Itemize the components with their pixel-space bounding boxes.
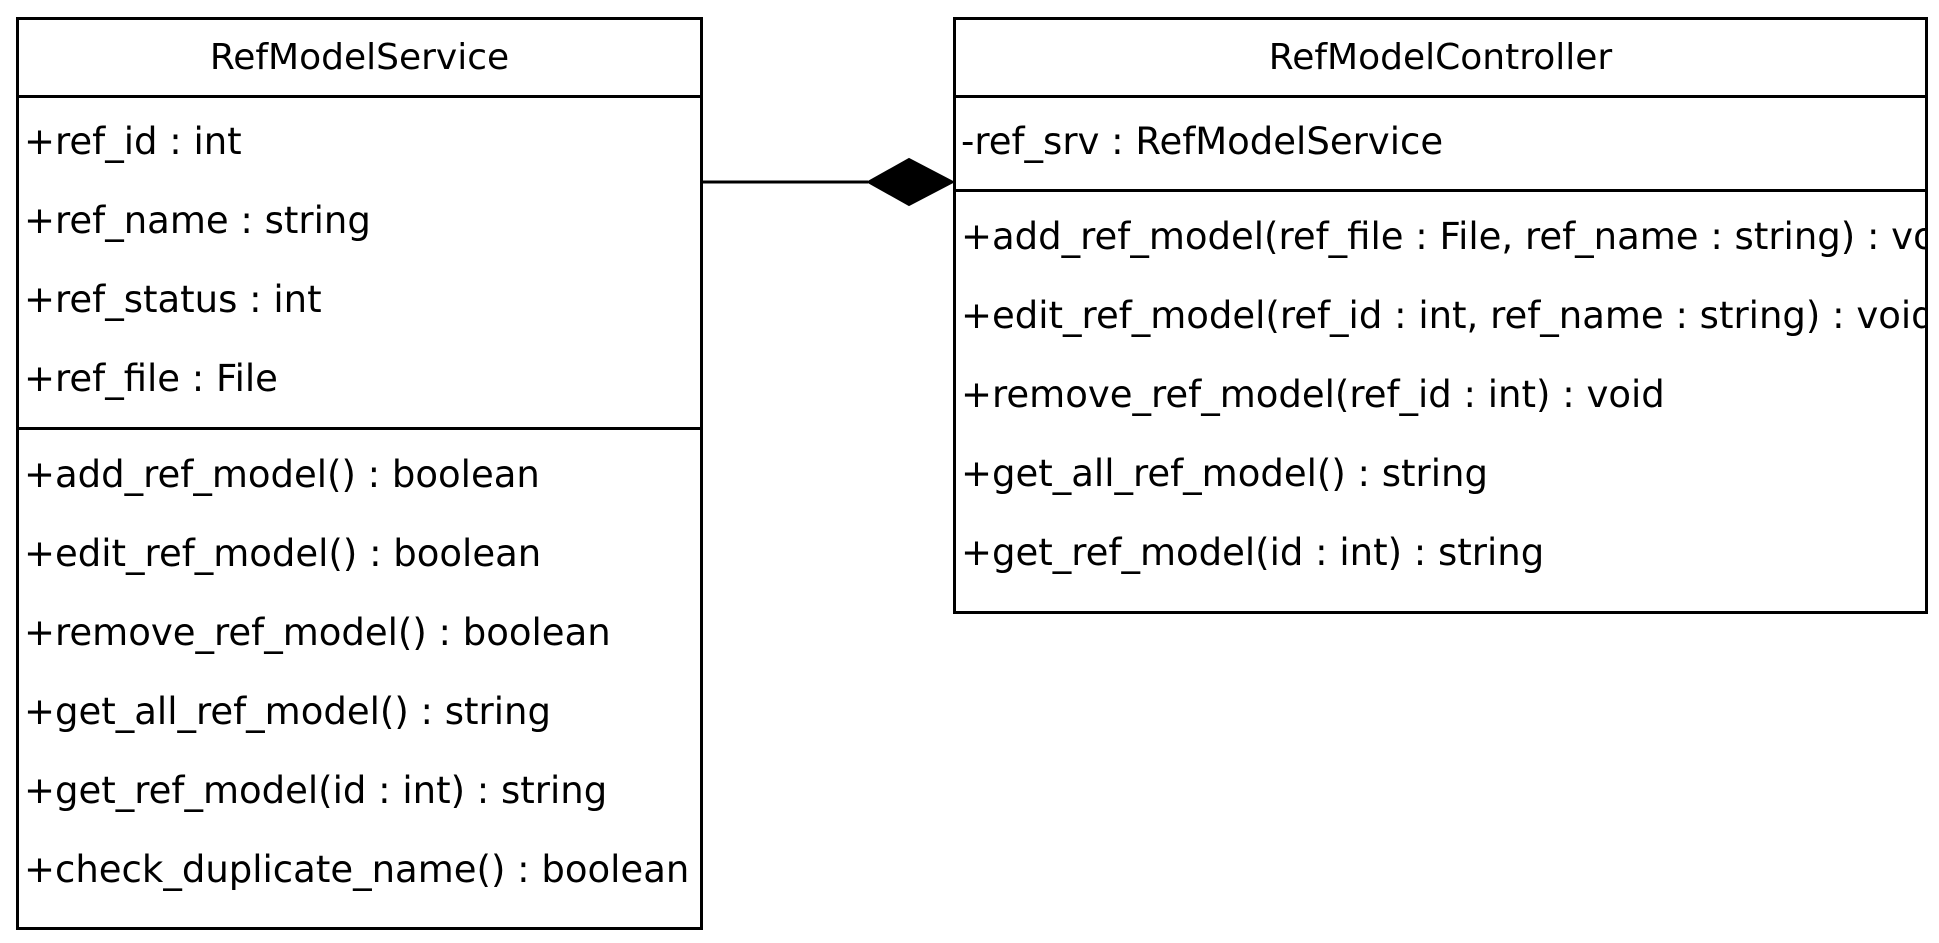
operation-edit-ref-model: +edit_ref_model(ref_id : int, ref_name :… [961,294,1925,337]
attribute-ref-srv: -ref_srv : RefModelService [961,120,1444,163]
composition-diamond-icon [865,157,956,207]
attribute-ref-name: +ref_name : string [24,199,371,242]
operation-remove-ref-model: +remove_ref_model() : boolean [24,611,611,654]
attribute-ref-status: +ref_status : int [24,278,322,321]
operation-get-ref-model: +get_ref_model(id : int) : string [961,531,1545,574]
attributes-compartment: -ref_srv : RefModelService [956,98,1925,192]
operation-remove-ref-model: +remove_ref_model(ref_id : int) : void [961,373,1665,416]
operations-compartment: +add_ref_model(ref_file : File, ref_name… [956,192,1925,592]
operation-edit-ref-model: +edit_ref_model() : boolean [24,532,542,575]
class-name-refmodelservice: RefModelService [19,20,700,98]
attribute-ref-file: +ref_file : File [24,357,278,400]
operation-get-ref-model: +get_ref_model(id : int) : string [24,769,608,812]
attribute-ref-id: +ref_id : int [24,120,242,163]
class-refmodelcontroller[interactable]: RefModelController -ref_srv : RefModelSe… [953,17,1928,614]
operation-get-all-ref-model: +get_all_ref_model() : string [961,452,1488,495]
class-name-refmodelcontroller: RefModelController [956,20,1925,98]
operation-check-duplicate-name: +check_duplicate_name() : boolean [24,848,690,891]
attributes-compartment: +ref_id : int +ref_name : string +ref_st… [19,98,700,430]
operations-compartment: +add_ref_model() : boolean +edit_ref_mod… [19,430,700,909]
operation-add-ref-model: +add_ref_model(ref_file : File, ref_name… [961,215,1925,258]
operation-add-ref-model: +add_ref_model() : boolean [24,453,540,496]
class-refmodelservice[interactable]: RefModelService +ref_id : int +ref_name … [16,17,703,930]
operation-get-all-ref-model: +get_all_ref_model() : string [24,690,551,733]
